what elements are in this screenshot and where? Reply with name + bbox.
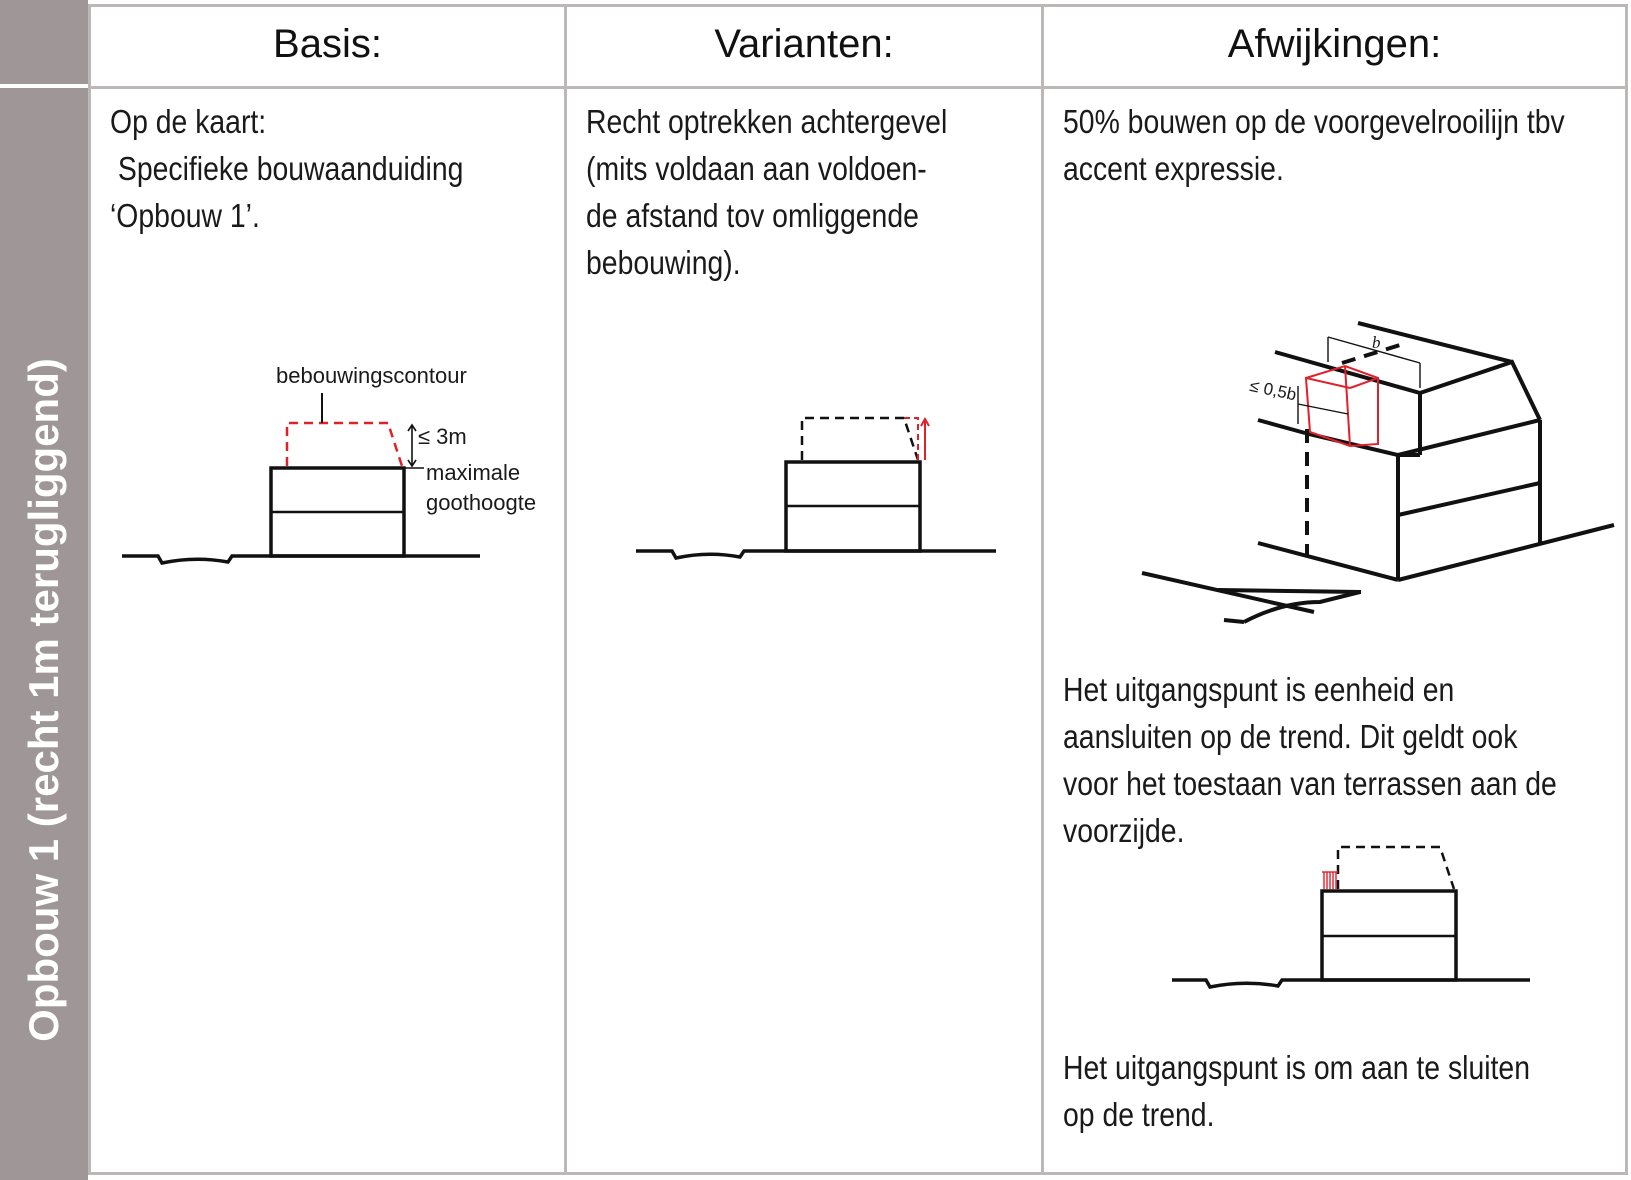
terrace-red-railing (1322, 871, 1338, 889)
terrace-section-drawing (1172, 889, 1530, 989)
terrace-dashed-volume (1336, 845, 1456, 890)
varianten-text: Recht optrekken achtergevel (mits voldaa… (586, 103, 948, 281)
afwijkingen-dimension-b (1297, 336, 1421, 424)
row-label-bar (0, 0, 88, 1180)
grid-divider-1 (564, 4, 567, 1175)
label-maximale: maximale (426, 460, 521, 485)
varianten-section-drawing (636, 460, 996, 560)
column-header-basis: Basis: (273, 21, 382, 66)
row-label-header-block (0, 0, 88, 88)
grid-divider-2 (1041, 4, 1044, 1175)
grid-right-line (1625, 4, 1628, 1175)
afwijkingen-text-top: 50% bouwen op de voorgevelrooilijn tbv a… (1063, 103, 1565, 187)
label-b: b (1372, 333, 1381, 352)
grid-top-line (88, 4, 1628, 7)
column-header-varianten: Varianten: (714, 21, 894, 66)
column-header-afwijkingen: Afwijkingen: (1227, 21, 1442, 66)
afwijkingen-isometric-drawing (1141, 321, 1615, 624)
afwijkingen-dashed-lines (1305, 343, 1401, 556)
basis-height-dimension (404, 423, 424, 469)
varianten-dashed-volume (800, 416, 920, 461)
label-max-height: ≤ 3m (418, 424, 467, 449)
grid-bottom-line (88, 1172, 1628, 1175)
varianten-red-extension (904, 416, 930, 460)
label-goothoogte: goothoogte (426, 490, 537, 515)
grid-left-line (88, 4, 91, 1175)
afwijkingen-text-middle: Het uitgangspunt is eenheid en aansluite… (1063, 671, 1557, 849)
grid-header-line (88, 86, 1628, 89)
afwijkingen-red-volume (1304, 364, 1379, 448)
basis-section-drawing (122, 466, 480, 565)
afwijkingen-text-bottom: Het uitgangspunt is om aan te sluiten op… (1063, 1049, 1530, 1133)
label-bebouwingscontour: bebouwingscontour (276, 363, 467, 388)
basis-bebouwingscontour (285, 421, 404, 467)
basis-text: Op de kaart: Specifieke bouwaanduiding ‘… (110, 103, 464, 234)
